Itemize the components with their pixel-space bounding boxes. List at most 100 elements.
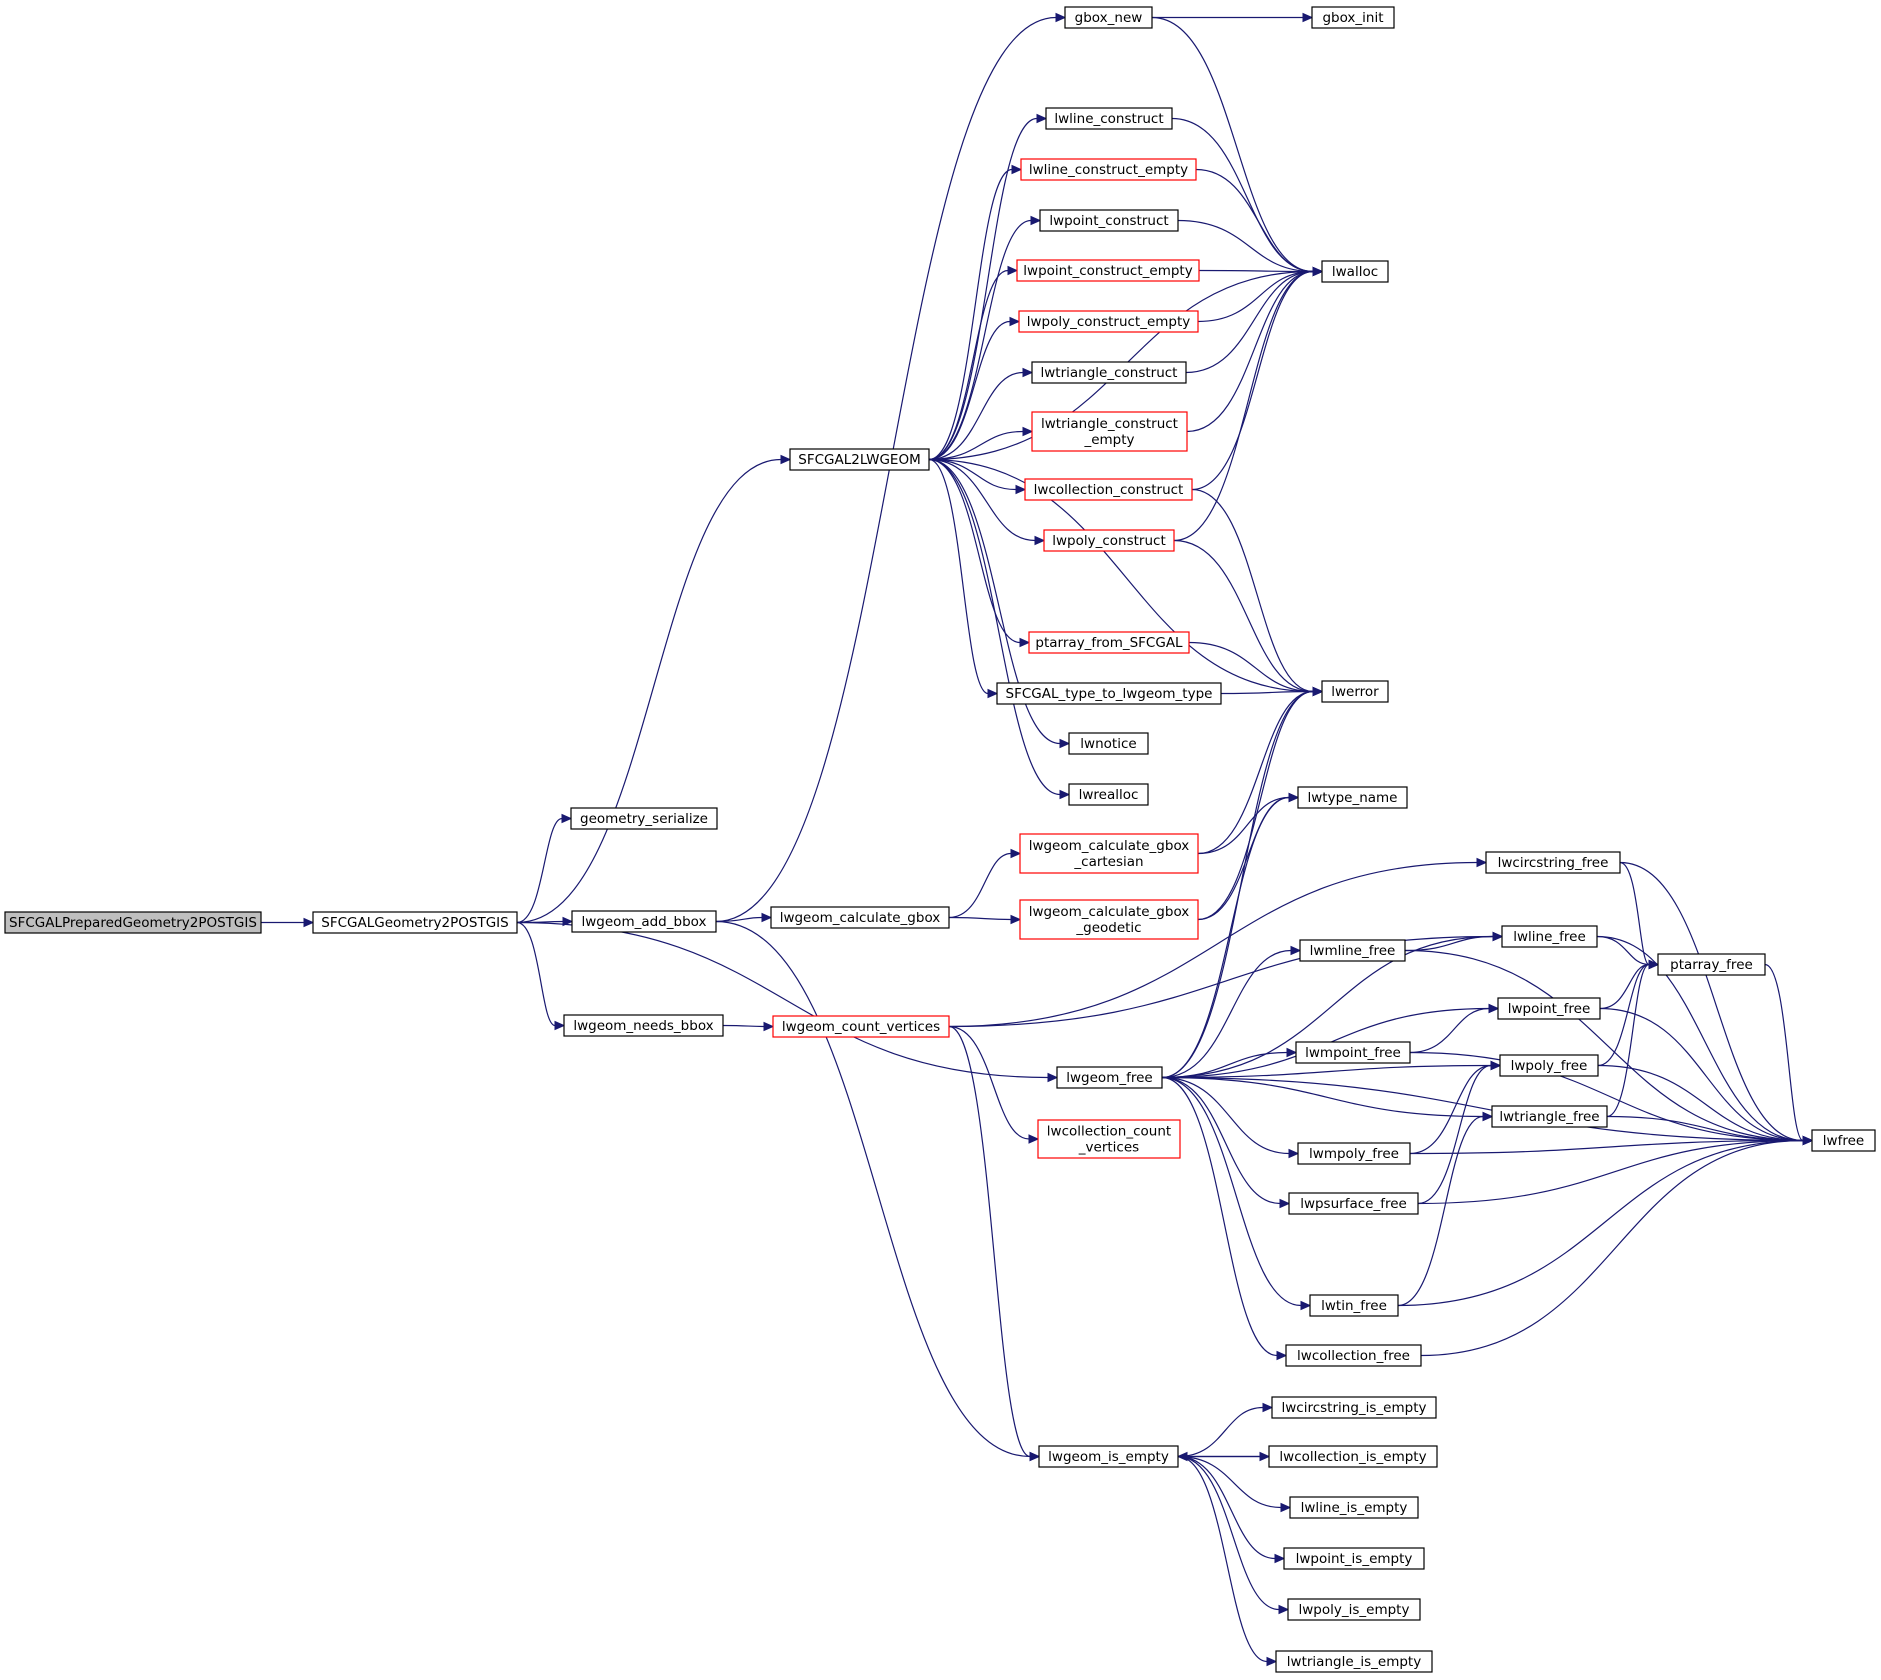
node-triangle-construct[interactable]: lwtriangle_construct [1031, 361, 1187, 384]
node-label: lwgeom_calculate_gbox [1029, 838, 1190, 854]
node-mpoly-free[interactable]: lwmpoly_free [1297, 1142, 1411, 1165]
node-label: lwgeom_calculate_gbox [1029, 904, 1190, 920]
node-box [1068, 783, 1149, 806]
node-lwnotice[interactable]: lwnotice [1068, 732, 1149, 755]
edge-line [1161, 690, 1314, 1079]
edge-line [1161, 935, 1494, 1079]
node-line-is-empty[interactable]: lwline_is_empty [1289, 1496, 1419, 1519]
edge-sfcgal2lw-to-type-to [928, 458, 999, 699]
node-sfcgalgeom2pg[interactable]: SFCGALGeometry2POSTGIS [312, 911, 518, 934]
node-collection-is-empty[interactable]: lwcollection_is_empty [1268, 1445, 1438, 1468]
node-label: lwgeom_free [1066, 1070, 1152, 1086]
node-circstring-free[interactable]: lwcircstring_free [1485, 851, 1621, 874]
node-sfcgal2lw[interactable]: SFCGAL2LWGEOM [789, 448, 930, 471]
node-calc-gbox[interactable]: lwgeom_calculate_gbox [770, 906, 950, 929]
node-box [1056, 1066, 1163, 1089]
edge-line [1606, 963, 1650, 1118]
node-label: lwpoint_construct [1049, 213, 1168, 229]
node-circstring-is-empty[interactable]: lwcircstring_is_empty [1271, 1396, 1437, 1419]
edge-line [1177, 1455, 1282, 1509]
node-label: lwgeom_count_vertices [782, 1019, 940, 1035]
edge-tin-free-to-triangle-free [1397, 1111, 1494, 1307]
node-label: lwline_is_empty [1301, 1500, 1408, 1516]
edge-lwgeom-free-to-lwerror [1161, 686, 1324, 1079]
arrowhead [1280, 1502, 1292, 1513]
node-lwerror[interactable]: lwerror [1321, 680, 1389, 703]
node-box [1287, 1598, 1421, 1621]
node-line-free[interactable]: lwline_free [1501, 925, 1598, 948]
node-point-construct-empty[interactable]: lwpoint_construct_empty [1016, 259, 1200, 282]
node-line-construct[interactable]: lwline_construct [1045, 107, 1173, 130]
node-label: lwcircstring_is_empty [1282, 1400, 1427, 1416]
node-tin-free[interactable]: lwtin_free [1309, 1294, 1399, 1317]
node-add-bbox[interactable]: lwgeom_add_bbox [571, 910, 717, 933]
edge-line [928, 458, 1036, 542]
node-point-is-empty[interactable]: lwpoint_is_empty [1283, 1547, 1425, 1570]
arrowhead [987, 688, 999, 699]
edge-calc-gbox-cart-to-lwerror [1197, 686, 1324, 855]
node-lwfree[interactable]: lwfree [1811, 1129, 1876, 1152]
node-lwtype-name[interactable]: lwtype_name [1297, 786, 1408, 809]
node-poly-free[interactable]: lwpoly_free [1499, 1054, 1599, 1077]
node-triangle-is-empty[interactable]: lwtriangle_is_empty [1275, 1650, 1433, 1673]
node-label: SFCGAL2LWGEOM [798, 452, 920, 468]
arrowhead [561, 813, 573, 824]
node-box [1031, 361, 1187, 384]
arrowhead [1288, 1148, 1300, 1159]
edge-line [948, 1025, 1030, 1140]
node-label: lwnotice [1080, 736, 1136, 752]
node-count-vertices[interactable]: lwgeom_count_vertices [772, 1015, 950, 1038]
node-gbox-init[interactable]: gbox_init [1311, 6, 1395, 29]
edge-line [928, 458, 1061, 796]
node-is-empty[interactable]: lwgeom_is_empty [1038, 1445, 1179, 1468]
node-label: _vertices [1078, 1140, 1139, 1156]
edge-collection-is-empty-to-is-empty [1176, 1451, 1270, 1462]
node-point-construct[interactable]: lwpoint_construct [1039, 209, 1179, 232]
node-coll-count-vertices[interactable]: lwcollection_count_vertices [1037, 1119, 1181, 1159]
node-calc-gbox-cart[interactable]: lwgeom_calculate_gbox_cartesian [1019, 833, 1199, 874]
node-box [1018, 310, 1199, 333]
node-collection-free[interactable]: lwcollection_free [1285, 1344, 1422, 1367]
edge-line [1198, 269, 1314, 273]
edge-line [516, 458, 782, 924]
edge-is-empty-to-poly-is-empty [1177, 1455, 1290, 1615]
node-geom-serialize[interactable]: geometry_serialize [570, 807, 718, 830]
node-line-construct-empty[interactable]: lwline_construct_empty [1020, 158, 1197, 181]
node-label: lwtriangle_is_empty [1287, 1654, 1421, 1670]
node-lwalloc[interactable]: lwalloc [1321, 260, 1389, 283]
node-point-free[interactable]: lwpoint_free [1497, 997, 1601, 1020]
edge-sfcgal2lw-to-poly-construct [928, 458, 1046, 546]
node-box [1485, 851, 1621, 874]
arrowhead [1019, 637, 1031, 648]
edge-line [928, 269, 1009, 461]
node-label: lwmpoly_free [1309, 1146, 1399, 1162]
node-psurface-free[interactable]: lwpsurface_free [1288, 1192, 1419, 1215]
edge-line [1197, 270, 1314, 323]
edge-point-free-to-lwfree [1599, 1007, 1814, 1146]
node-needs-bbox[interactable]: lwgeom_needs_bbox [563, 1014, 724, 1037]
node-label: lwpoly_free [1511, 1058, 1588, 1074]
node-lwgeom-free[interactable]: lwgeom_free [1056, 1066, 1163, 1089]
node-triangle-construct-empty[interactable]: lwtriangle_construct_empty [1031, 411, 1188, 452]
edge-line [1177, 219, 1314, 273]
node-mpoint-free[interactable]: lwmpoint_free [1295, 1041, 1411, 1064]
node-poly-is-empty[interactable]: lwpoly_is_empty [1287, 1598, 1421, 1621]
node-collection-construct[interactable]: lwcollection_construct [1024, 478, 1193, 501]
edge-line [1186, 270, 1314, 433]
edge-line [1161, 1076, 1484, 1118]
node-calc-gbox-geod[interactable]: lwgeom_calculate_gbox_geodetic [1019, 899, 1199, 940]
node-lwrealloc[interactable]: lwrealloc [1068, 783, 1149, 806]
node-ptarray-free[interactable]: ptarray_free [1657, 953, 1766, 976]
node-poly-construct-empty[interactable]: lwpoly_construct_empty [1018, 310, 1199, 333]
node-label: lwerror [1331, 684, 1379, 700]
node-mline-free[interactable]: lwmline_free [1299, 939, 1406, 962]
node-ptarray-from[interactable]: ptarray_from_SFCGAL [1028, 631, 1190, 654]
node-triangle-free[interactable]: lwtriangle_free [1491, 1105, 1608, 1128]
node-box [570, 807, 718, 830]
node-type-to[interactable]: SFCGAL_type_to_lwgeom_type [996, 682, 1222, 705]
node-label: ptarray_free [1670, 957, 1753, 973]
edge-sfcgal2lw-to-collection-construct [928, 458, 1027, 495]
node-poly-construct[interactable]: lwpoly_construct [1043, 529, 1175, 552]
node-gbox-new[interactable]: gbox_new [1064, 6, 1153, 29]
node-root[interactable]: SFCGALPreparedGeometry2POSTGIS [4, 911, 262, 934]
